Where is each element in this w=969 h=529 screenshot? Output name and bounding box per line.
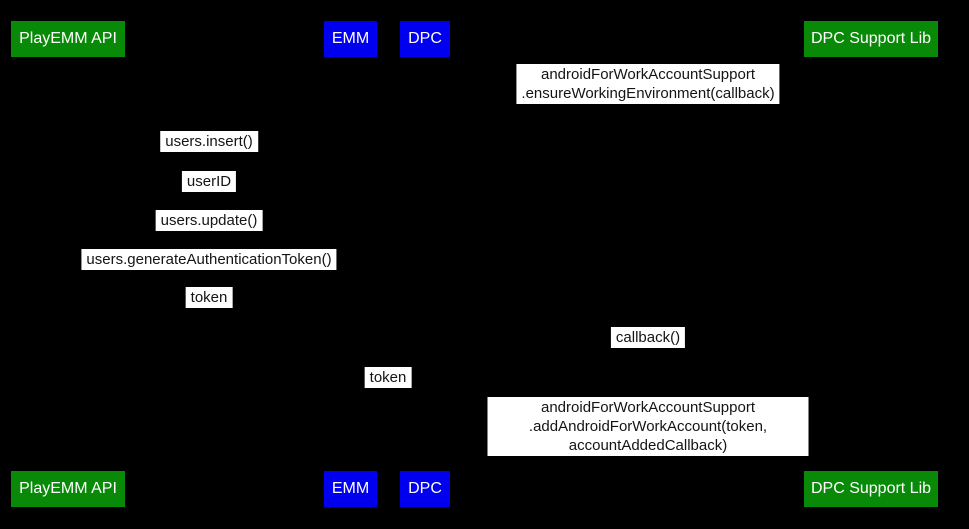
actor-playemm-api-bottom: PlayEMM API (11, 471, 125, 507)
message-add-android-for-work-account: androidForWorkAccountSupport .addAndroid… (487, 397, 809, 456)
actor-label: PlayEMM API (19, 480, 117, 497)
message-callback: callback() (610, 327, 686, 348)
message-generate-authentication-token: users.generateAuthenticationToken() (81, 249, 337, 270)
actor-label: EMM (331, 480, 370, 497)
message-userid: userID (181, 171, 237, 192)
actor-dpc-bottom: DPC (400, 471, 450, 507)
message-token-return: token (185, 287, 233, 308)
actor-emm-top: EMM (324, 21, 377, 57)
message-token-forward: token (364, 367, 412, 388)
message-users-insert: users.insert() (160, 131, 258, 152)
actor-label: DPC (408, 480, 442, 497)
actor-label: EMM (331, 30, 370, 47)
actor-emm-bottom: EMM (324, 471, 377, 507)
actor-label: DPC (408, 30, 442, 47)
actor-dpc-support-lib-top: DPC Support Lib (804, 21, 938, 57)
actor-label: DPC Support Lib (810, 30, 932, 47)
actor-dpc-support-lib-bottom: DPC Support Lib (804, 471, 938, 507)
actor-dpc-top: DPC (400, 21, 450, 57)
message-users-update: users.update() (155, 210, 263, 231)
actor-playemm-api-top: PlayEMM API (11, 21, 125, 57)
actor-label: DPC Support Lib (810, 480, 932, 497)
actor-label: PlayEMM API (19, 30, 117, 47)
message-ensure-working-environment: androidForWorkAccountSupport .ensureWork… (516, 64, 780, 104)
